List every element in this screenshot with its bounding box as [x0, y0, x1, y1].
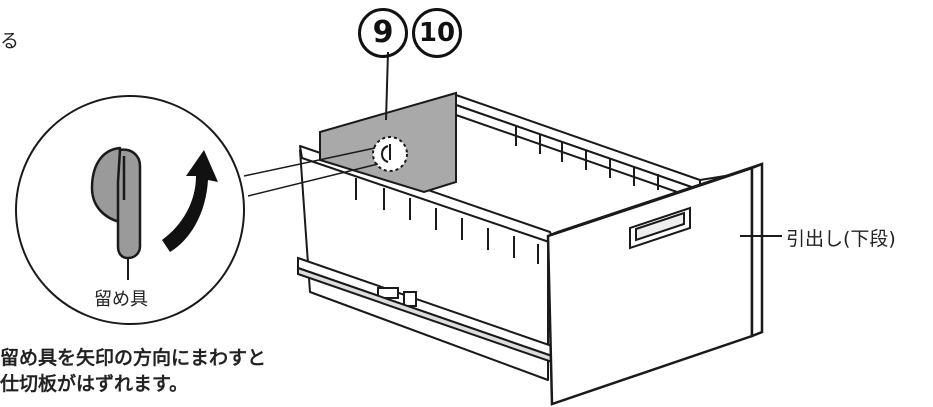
side-wall-slots — [355, 178, 539, 264]
top-left-fragment: る — [0, 30, 20, 52]
drawer-handle — [629, 206, 691, 250]
slide-rail — [297, 256, 553, 364]
callout-lines — [243, 147, 379, 197]
step-number-10: 10 — [412, 8, 462, 58]
instruction-line-2: 仕切板がはずれます。 — [0, 373, 189, 395]
small-clip-icon — [380, 144, 391, 163]
back-wall-slots — [515, 126, 659, 190]
callout-part-label: 留め具 — [94, 289, 148, 310]
rotation-arrow-icon — [162, 150, 218, 252]
step-leader-line — [385, 51, 389, 121]
step-number-9: 9 — [358, 8, 408, 58]
clip-icon — [90, 146, 142, 280]
instruction-line-1: 留め具を矢印の方向にまわすと — [0, 347, 267, 369]
drawer-front-panel — [546, 162, 764, 406]
drawer-label: 引出し(下段) — [786, 228, 896, 250]
